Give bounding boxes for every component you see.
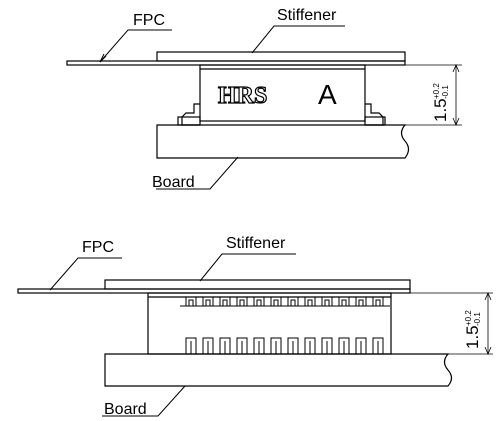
- svg-text:-0.1: -0.1: [473, 312, 482, 326]
- label-fpc-top: FPC: [133, 12, 165, 29]
- connector-body-top: [199, 64, 366, 122]
- marking-a: A: [318, 79, 337, 110]
- upper-contact-inner: [341, 299, 347, 307]
- upper-contact: [202, 296, 214, 307]
- upper-contact-inner: [222, 299, 228, 307]
- svg-text:1.5: 1.5: [431, 98, 450, 122]
- leader-board-bottom: [102, 385, 186, 417]
- leader-stiffener-bottom: [199, 253, 296, 282]
- upper-contact: [304, 296, 316, 307]
- upper-contact: [338, 296, 350, 307]
- dim-arrow-down-2: [484, 346, 492, 356]
- upper-contact-inner: [188, 299, 194, 307]
- fpc-bottom: [17, 288, 411, 294]
- upper-contact-inner: [358, 299, 364, 307]
- svg-text:+0.2: +0.2: [432, 83, 441, 99]
- leader-board-top: [156, 156, 239, 190]
- svg-text:+0.2: +0.2: [464, 310, 473, 326]
- upper-contact-inner: [375, 299, 381, 307]
- hrs-logo-top: HRS: [218, 83, 267, 109]
- label-board-bottom: Board: [104, 401, 147, 418]
- svg-text:-0.1: -0.1: [441, 85, 450, 99]
- upper-contact: [321, 296, 333, 307]
- left-foot-tab: [177, 116, 201, 126]
- label-stiffener-top: Stiffener: [277, 7, 337, 24]
- leader-fpc-bottom: [49, 257, 122, 291]
- upper-contact-inner: [273, 299, 279, 307]
- side-view: HRS A 1.5 +0.2 -0.1 FPC Stiffener Board: [66, 7, 462, 191]
- upper-contact-inner: [324, 299, 330, 307]
- upper-contact: [372, 296, 384, 307]
- dim-arrow-up-2: [484, 291, 492, 301]
- stiffener-top: [156, 51, 406, 62]
- dim-text-1: 1.5 +0.2 -0.1: [431, 83, 450, 122]
- left-foot: [181, 103, 200, 126]
- connector-body-bottom: [147, 292, 392, 355]
- upper-contact: [270, 296, 282, 307]
- upper-contact: [236, 296, 248, 307]
- leader-fpc-top: [99, 29, 172, 63]
- upper-contact-inner: [290, 299, 296, 307]
- label-board-top: Board: [152, 174, 195, 191]
- svg-text:1.5: 1.5: [463, 325, 482, 349]
- upper-contact: [287, 296, 299, 307]
- upper-contact: [355, 296, 367, 307]
- board-bottom: [104, 353, 453, 387]
- right-foot-tab: [364, 116, 386, 126]
- label-stiffener-bottom: Stiffener: [226, 235, 286, 252]
- label-fpc-bottom: FPC: [82, 239, 114, 256]
- upper-contact: [185, 296, 197, 307]
- dim-arrow-down-1: [452, 117, 460, 127]
- leader-fpc-top-arrow: [99, 53, 107, 63]
- stiffener-bottom: [104, 279, 411, 290]
- upper-contact: [219, 296, 231, 307]
- contact-pins: [180, 296, 390, 355]
- right-foot: [365, 103, 384, 126]
- upper-contact-inner: [256, 299, 262, 307]
- upper-contact-inner: [205, 299, 211, 307]
- dim-arrow-up-1: [452, 63, 460, 73]
- upper-contact-inner: [307, 299, 313, 307]
- board-top: [156, 124, 410, 159]
- upper-contact: [253, 296, 265, 307]
- leader-stiffener-top: [251, 25, 345, 54]
- upper-contact-inner: [239, 299, 245, 307]
- dim-text-2: 1.5 +0.2 -0.1: [463, 310, 482, 349]
- front-view: 1.5 +0.2 -0.1 FPC Stiffener Board: [17, 235, 493, 418]
